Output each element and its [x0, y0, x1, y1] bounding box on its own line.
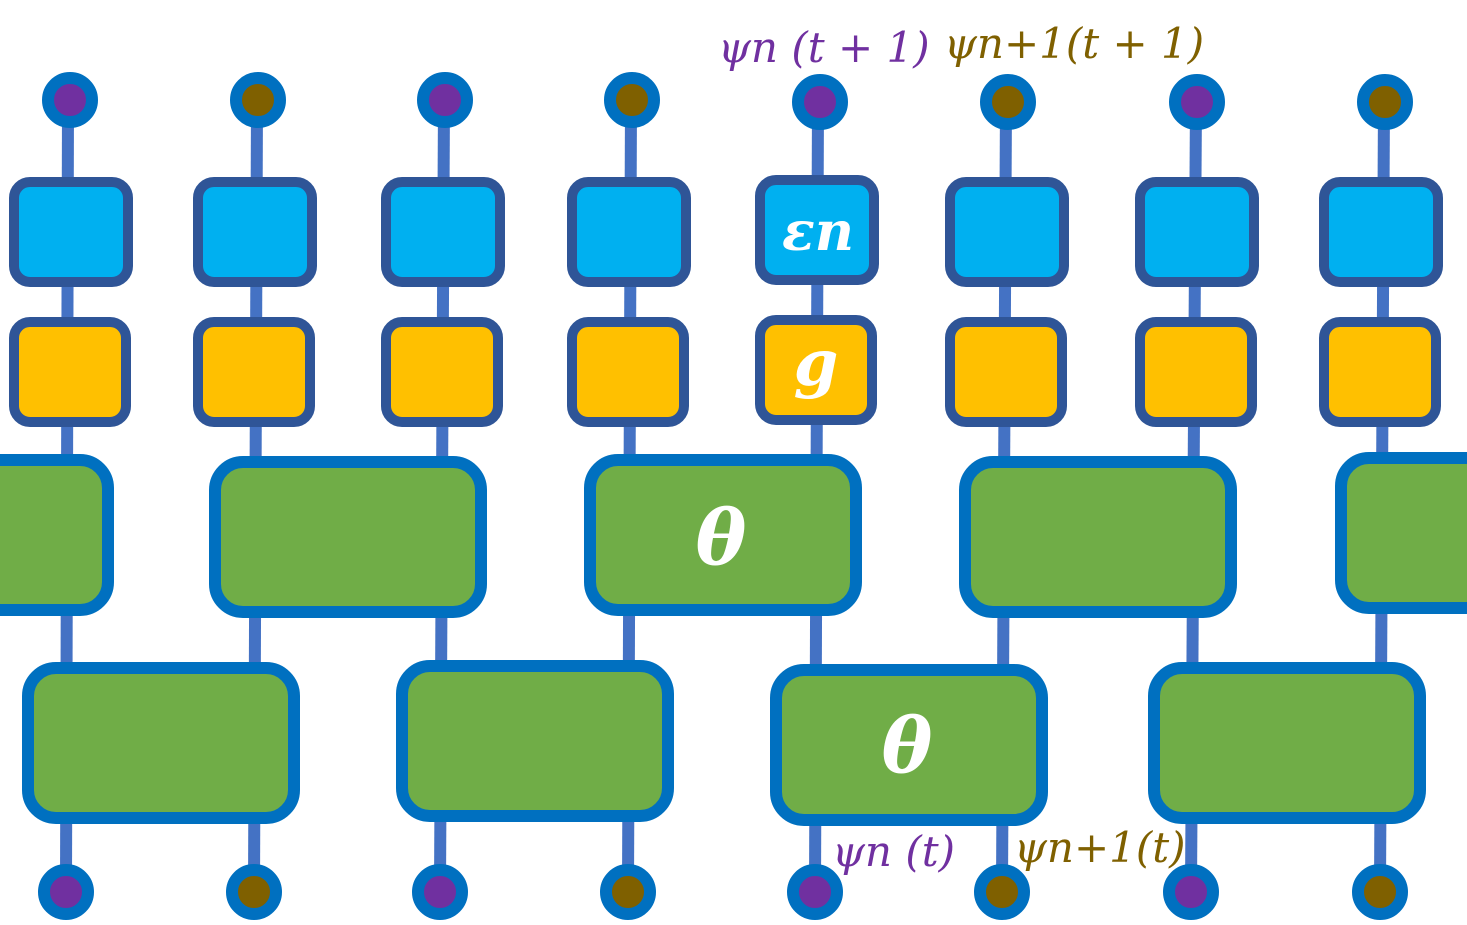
single-gate-row	[9, 315, 1441, 427]
noise-gate-3	[381, 177, 505, 287]
two-site-gate-upper-3	[584, 454, 862, 616]
top-node-2	[230, 72, 286, 128]
top-node-8	[1357, 74, 1413, 130]
top-node-7	[1169, 74, 1225, 130]
bottom-node-1	[38, 864, 94, 920]
two-site-gate-upper-label: θ	[696, 493, 747, 582]
top-right-state-label: ψn+1(t + 1)	[944, 19, 1204, 68]
two-site-gate-lower-1	[22, 662, 300, 824]
noise-gate-4	[567, 177, 691, 287]
noise-gate-label: εn	[782, 199, 854, 263]
noise-gate-6	[945, 177, 1069, 287]
noise-gate-8	[1319, 177, 1443, 287]
two-site-gate-upper-5	[1335, 452, 1467, 614]
bottom-node-5	[787, 864, 843, 920]
two-site-gate-upper-4	[959, 456, 1237, 618]
single-gate-label: g	[794, 326, 839, 401]
single-gate-6	[945, 317, 1067, 427]
bottom-node-3	[412, 864, 468, 920]
single-gate-7	[1135, 317, 1257, 427]
noise-gate-7	[1135, 177, 1259, 287]
single-gate-2	[193, 317, 315, 427]
single-gate-8	[1319, 317, 1441, 427]
bottom-node-2	[226, 864, 282, 920]
two-site-gate-upper-row	[0, 452, 1467, 618]
top-node-1	[42, 72, 98, 128]
bottom-node-8	[1352, 864, 1408, 920]
noise-gate-2	[193, 177, 317, 287]
bottom-node-6	[974, 864, 1030, 920]
bottom-node-7	[1163, 864, 1219, 920]
bottom-right-state-label: ψn+1(t)	[1014, 823, 1186, 872]
two-site-gate-upper-2	[209, 456, 487, 618]
noise-gate-1	[9, 177, 133, 287]
noise-gate-row	[9, 175, 1443, 287]
top-node-5	[792, 74, 848, 130]
two-site-gate-lower-label: θ	[882, 701, 933, 790]
single-gate-5	[755, 315, 877, 425]
single-gate-1	[9, 317, 131, 427]
single-gate-3	[381, 317, 503, 427]
bottom-node-row	[38, 864, 1408, 920]
top-node-row	[42, 72, 1413, 130]
bottom-left-state-label: ψn (t)	[832, 827, 955, 876]
top-node-3	[417, 72, 473, 128]
top-node-4	[604, 72, 660, 128]
two-site-gate-lower-row	[22, 660, 1426, 826]
top-node-6	[980, 74, 1036, 130]
top-left-state-label: ψn (t + 1)	[718, 23, 930, 72]
two-site-gate-lower-2	[396, 660, 674, 822]
single-gate-4	[567, 317, 689, 427]
two-site-gate-upper-1	[0, 454, 114, 616]
two-site-gate-lower-4	[1148, 662, 1426, 824]
noise-gate-5	[755, 175, 879, 285]
two-site-gate-lower-3	[770, 664, 1048, 826]
bottom-node-4	[600, 864, 656, 920]
